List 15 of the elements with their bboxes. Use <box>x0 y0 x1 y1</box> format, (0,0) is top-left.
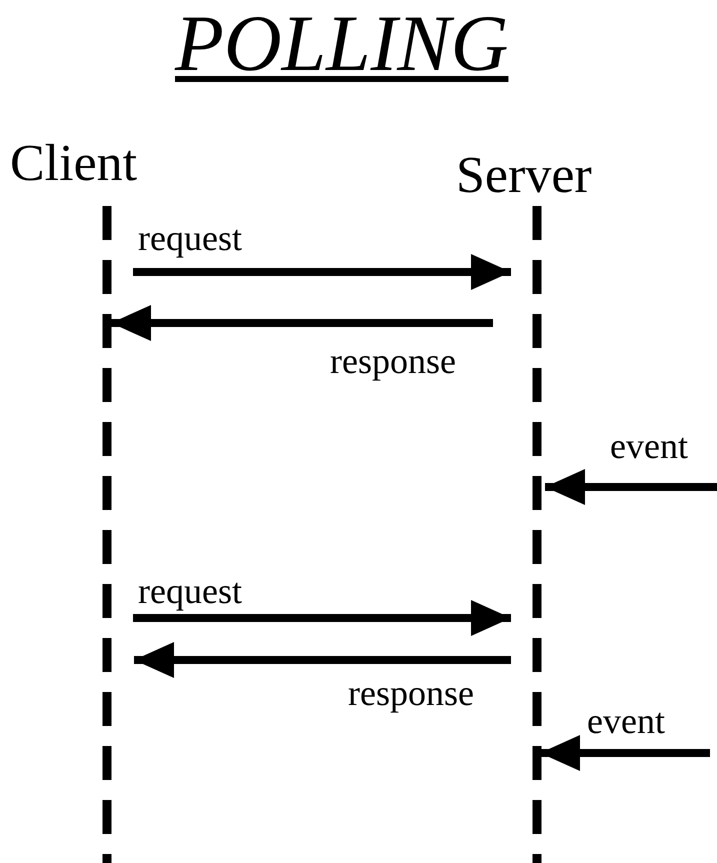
arrow <box>133 600 511 636</box>
edge-label: request <box>138 220 242 256</box>
participant-label: Client <box>10 138 138 190</box>
edge-label: request <box>138 573 242 609</box>
arrow <box>111 305 493 341</box>
edge-label: response <box>330 343 456 379</box>
arrow <box>133 254 511 290</box>
arrow <box>540 735 710 771</box>
participant-label: Server <box>456 150 592 202</box>
title: POLLING <box>175 4 508 84</box>
arrow <box>545 469 717 505</box>
arrow <box>134 642 511 678</box>
edge-label: event <box>610 428 688 464</box>
edge-label: event <box>587 703 665 739</box>
edge-label: response <box>348 675 474 711</box>
